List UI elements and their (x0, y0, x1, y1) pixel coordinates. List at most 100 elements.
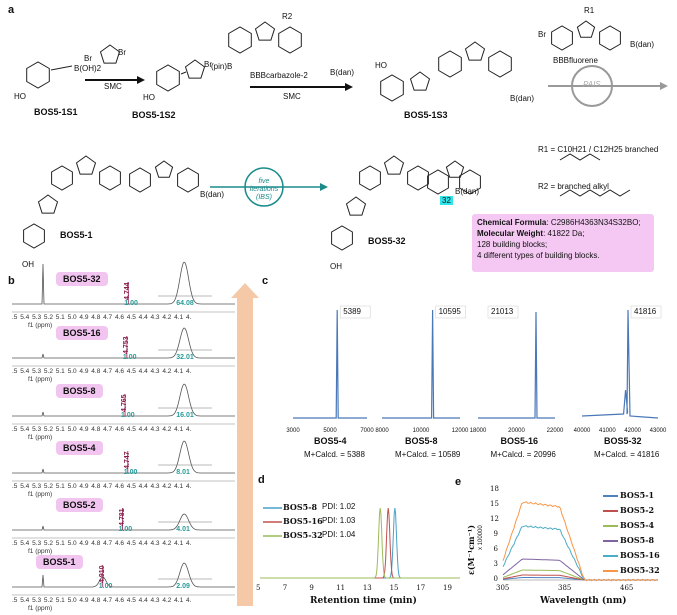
bbb-fluorene-label: BBBfluorene (553, 56, 598, 65)
ms-peak-label: 41816 (634, 307, 657, 316)
gpc-tick-label: 11 (336, 584, 346, 592)
sample-label-BOS5-16: BOS5-16 (56, 326, 108, 340)
nmr-spectrum-BOS5-4 (12, 440, 235, 474)
nmr-axis-ticks: .5 5.4 5.3 5.2 5.1 5.0 4.9 4.8 4.7 4.6 4… (12, 426, 192, 433)
nmr-peak-label: 4.765 (121, 394, 129, 412)
gpc-tick-label: 9 (309, 584, 314, 592)
thiophene-ring (37, 194, 59, 214)
bdan-label-1: B(dan) (330, 68, 355, 77)
carbazole-ring-right (278, 26, 302, 54)
gpc-tick-label: 7 (282, 584, 288, 592)
uv-legend-name: BOS5-2 (620, 505, 655, 515)
uv-y-tick: 0 (493, 575, 498, 583)
br-label-4: Br (538, 30, 546, 39)
nmr-spectrum-BOS5-32 (12, 261, 235, 305)
sample-label-BOS5-2: BOS5-2 (56, 498, 103, 512)
ms-tick-label: 43000 (649, 428, 667, 434)
panel-label-b: b (8, 275, 15, 287)
arrowhead-icon (345, 83, 353, 91)
r2-label: R2 (282, 12, 293, 21)
integral-value-2: 8.01 (176, 469, 190, 476)
br-label-1: Br (84, 54, 92, 63)
ms-sample-name: BOS5-4 (314, 436, 347, 446)
bbb-carbazole-label: BBBcarbazole-2 (250, 71, 308, 80)
nmr-axis-label: f1 (ppm) (28, 548, 53, 555)
ms-tick-label: 5000 (323, 428, 337, 434)
gpc-legend-pdi: PDI: 1.04 (322, 530, 356, 539)
smc-label-2: SMC (283, 92, 301, 101)
ms-peak-label: 21013 (491, 307, 514, 316)
ms-tick-label: 22000 (546, 428, 564, 434)
iterations-label: five iterations (IBS) (249, 178, 279, 201)
uv-legend-name: BOS5-1 (620, 490, 655, 500)
uv-y-tick: 12 (490, 515, 499, 523)
fluorene-ring-right (459, 169, 481, 195)
building-blocks-count: 128 building blocks; (477, 240, 548, 249)
info-box: Chemical Formula: C2986H4363N34S32BO; Mo… (472, 214, 654, 272)
uv-axis-label: Wavelength (nm) (540, 596, 627, 606)
ho-label-2: HO (143, 93, 155, 102)
ms-sample-name: BOS5-16 (500, 436, 539, 446)
growth-arrow-head (231, 283, 259, 298)
ms-spectrum-BOS5-32 (581, 309, 659, 419)
phenol-ring (26, 61, 50, 89)
r2-chain (559, 189, 631, 197)
gpc-tick-label: 19 (443, 584, 452, 592)
nmr-peak-label: 4.753 (122, 336, 130, 354)
r1-label: R1 (584, 6, 595, 15)
bond (50, 65, 73, 71)
fluorene-five-ring (154, 160, 174, 178)
uv-y-tick: 3 (493, 560, 498, 568)
phenol-ring (331, 225, 353, 251)
boronic-acid-label: B(OH)2 (74, 64, 102, 73)
ms-spectrum-BOS5-16 (478, 311, 555, 419)
ms-peak-label: 10595 (438, 307, 461, 316)
compound-bos5-1s1: BOS5-1S1 (34, 107, 78, 117)
ms-calcd-mass: M+Calcd. = 5388 (304, 450, 365, 459)
peak-label-box (487, 305, 519, 319)
gpc-legend-pdi: PDI: 1.02 (322, 502, 356, 511)
uv-y-tick: 18 (490, 485, 499, 493)
ms-tick-label: 12000 (451, 428, 469, 434)
oh-label-2: OH (330, 262, 342, 271)
integral-value-1: 1.00 (121, 412, 135, 419)
nmr-peak-label: 4.747 (123, 451, 131, 469)
gpc-legend-name: BOS5-8 (283, 502, 318, 512)
ms-sample-name: BOS5-32 (604, 436, 642, 446)
uv-y-scale-label: x 100000 (478, 525, 484, 550)
carbazole-ring-left (359, 165, 381, 191)
ms-tick-label: 3000 (286, 428, 300, 434)
uv-y-tick: 6 (493, 545, 498, 553)
integral-value-1: 1.00 (118, 526, 133, 533)
nmr-spectrum-BOS5-8 (12, 383, 235, 417)
growth-arrow-shaft (237, 298, 253, 606)
uv-x-tick: 465 (620, 584, 634, 592)
bdan-label-5: B(dan) (455, 187, 480, 196)
nmr-spectrum-BOS5-2 (12, 513, 235, 531)
phenol-ring (380, 74, 404, 102)
ms-peak-label: 5389 (343, 307, 361, 316)
bond (180, 71, 187, 75)
peak-label-box (435, 305, 466, 319)
carbazole-pyrrole (464, 41, 486, 61)
bdan-label-4: B(dan) (200, 190, 225, 199)
integral-value-2: 32.01 (176, 354, 194, 361)
fluorene-ring-right (177, 167, 199, 193)
formula-value: C2986H4363N34S32BO; (550, 218, 641, 227)
compound-bos5-1: BOS5-1 (60, 230, 93, 240)
uv-x-tick: 305 (496, 584, 510, 592)
carbazole-ring-left (228, 26, 252, 54)
compound-bos5-1s2: BOS5-1S2 (132, 110, 176, 120)
gpc-legend-name: BOS5-32 (283, 530, 323, 540)
carbazole-pyrrole (75, 155, 97, 175)
sample-label-BOS5-1: BOS5-1 (36, 555, 83, 569)
integral-value-1: 1.00 (123, 469, 138, 476)
carbazole-pyrrole (254, 21, 276, 41)
ms-tick-label: 8000 (375, 428, 389, 434)
gpc-tick-label: 5 (256, 584, 261, 592)
panel-label-e: e (455, 476, 462, 488)
bdan-label-2: B(dan) (510, 94, 535, 103)
integral-value-1: 1.00 (124, 300, 138, 307)
phenol-ring (156, 64, 180, 92)
integral-value-2: 64.08 (176, 300, 194, 307)
